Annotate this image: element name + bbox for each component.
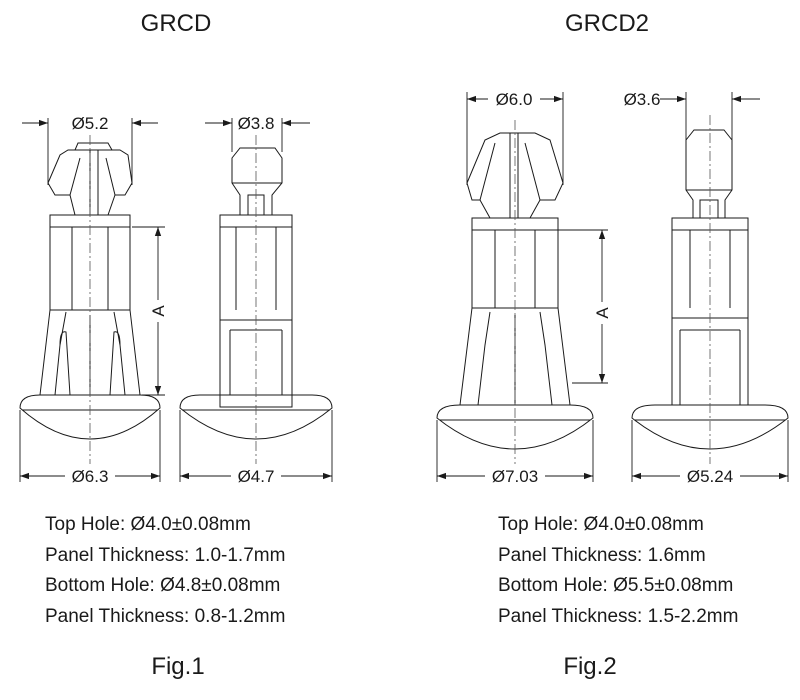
spec-line: Panel Thickness: 1.5-2.2mm: [498, 605, 739, 627]
spec-line: Panel Thickness: 1.0-1.7mm: [45, 544, 286, 566]
dim-top-right-fig1: Ø3.8: [238, 114, 275, 133]
dim-top-right-fig2: Ø3.6: [624, 90, 661, 109]
spec-line: Panel Thickness: 0.8-1.2mm: [45, 605, 286, 627]
dim-height-fig1: A: [149, 305, 168, 317]
spec-line: Bottom Hole: Ø4.8±0.08mm: [45, 575, 281, 596]
spec-line: Top Hole: Ø4.0±0.08mm: [45, 514, 251, 535]
dimension-lines: [19, 92, 789, 482]
center-lines: [89, 115, 711, 480]
figure2-caption: Fig.2: [563, 653, 617, 680]
dim-top-left-fig2: Ø6.0: [496, 90, 533, 109]
figure1-specs: Top Hole: Ø4.0±0.08mm Panel Thickness: 1…: [45, 510, 285, 632]
figure2-title: GRCD2: [564, 10, 649, 37]
spec-line: Bottom Hole: Ø5.5±0.08mm: [498, 575, 734, 596]
dim-bottom-right-fig1: Ø4.7: [238, 467, 275, 486]
dim-height-fig2: A: [593, 307, 612, 319]
spec-line: Panel Thickness: 1.6mm: [498, 544, 706, 566]
figure2-specs: Top Hole: Ø4.0±0.08mm Panel Thickness: 1…: [498, 510, 738, 632]
dim-bottom-left-fig1: Ø6.3: [72, 467, 109, 486]
dim-bottom-right-fig2: Ø5.24: [687, 467, 733, 486]
dim-top-left-fig1: Ø5.2: [72, 114, 109, 133]
dim-bottom-left-fig2: Ø7.03: [492, 467, 538, 486]
figure1-title: GRCD: [140, 10, 212, 37]
figure1-caption: Fig.1: [151, 653, 205, 680]
spec-line: Top Hole: Ø4.0±0.08mm: [498, 514, 704, 535]
